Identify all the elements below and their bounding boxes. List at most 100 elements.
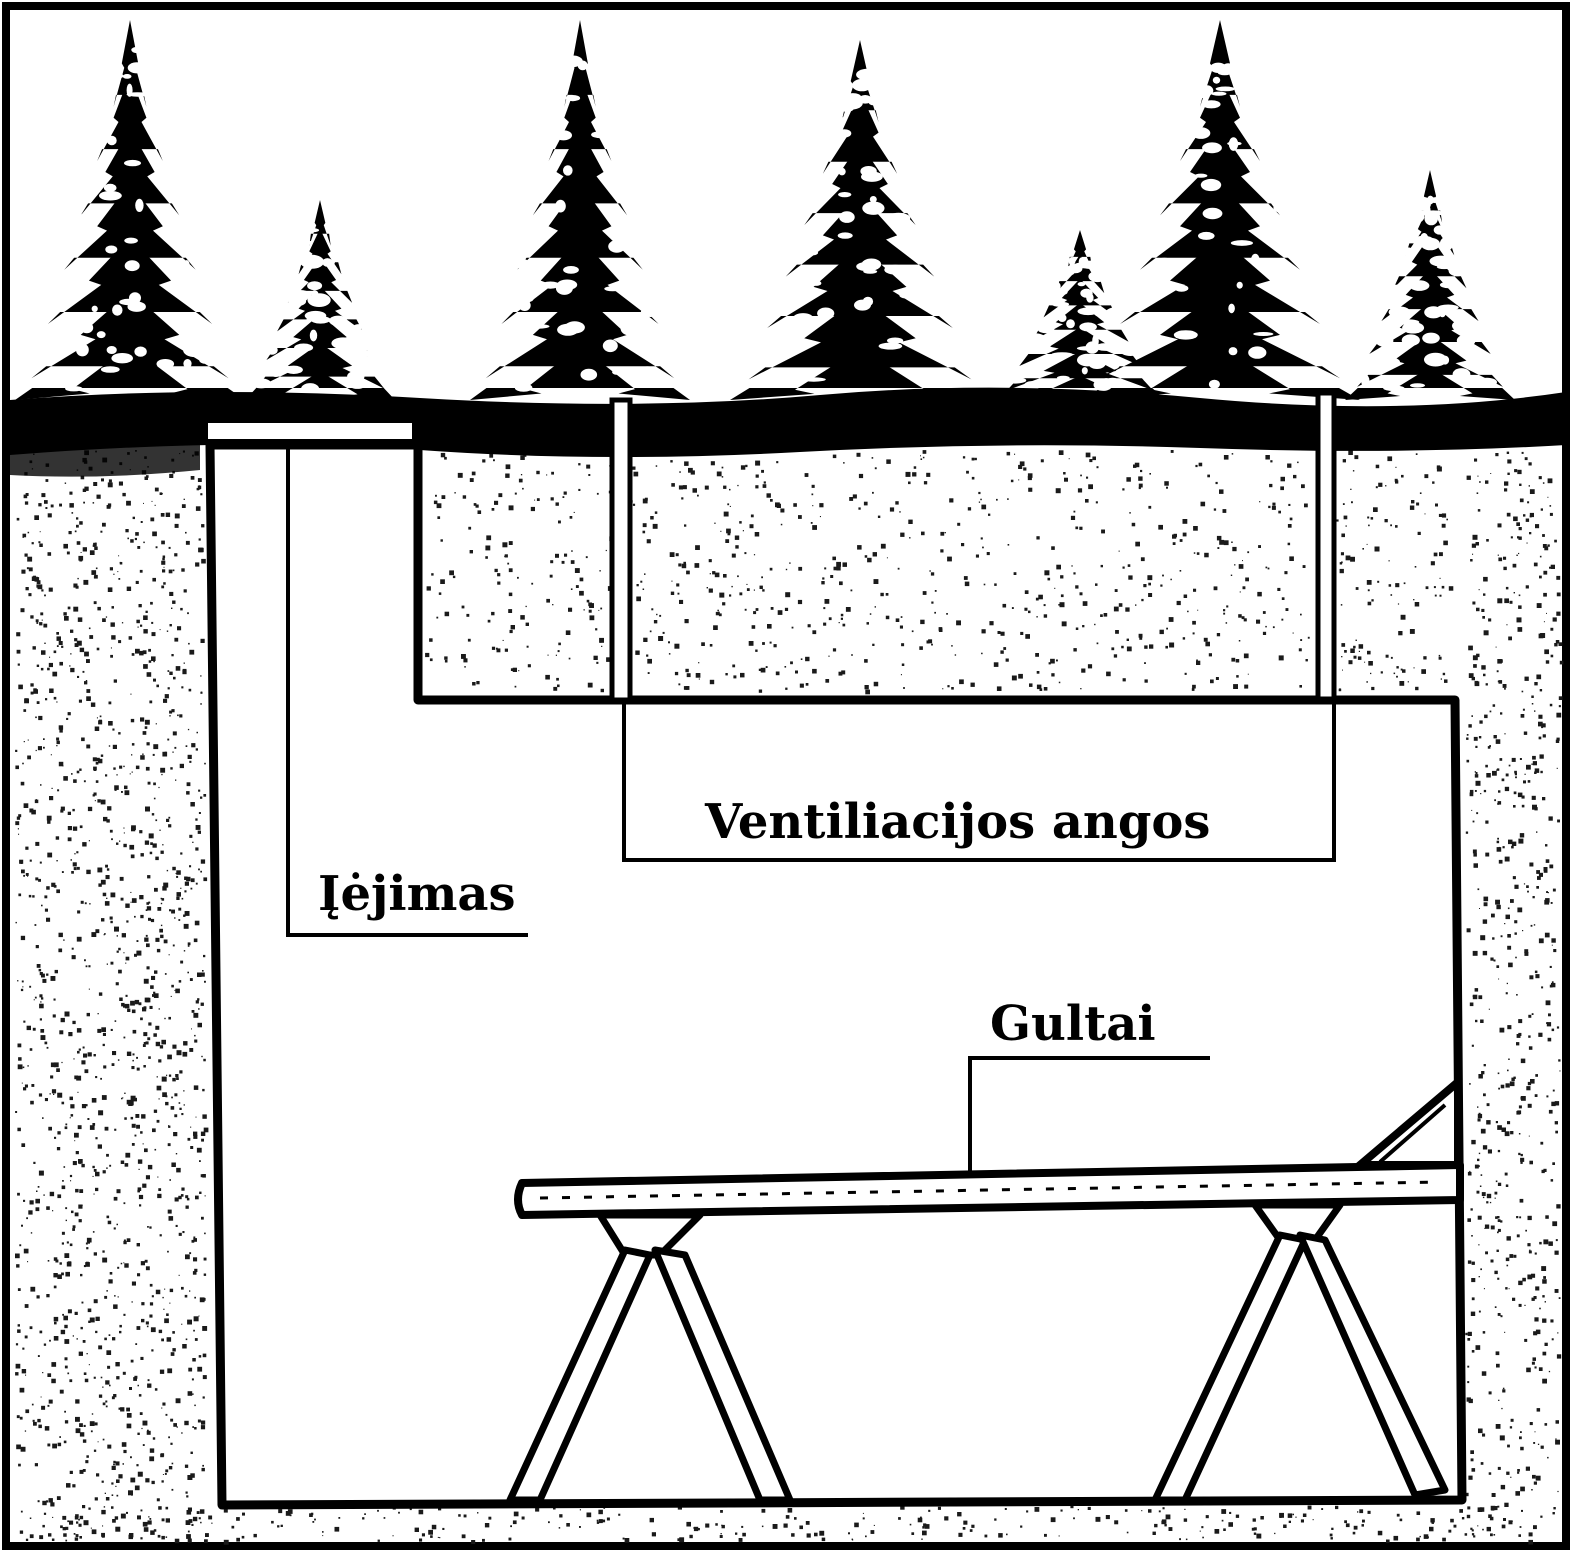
spruce-tree-layer bbox=[785, 194, 935, 277]
soil-speck bbox=[53, 1257, 58, 1261]
soil-speck bbox=[150, 985, 154, 989]
soil-speck bbox=[148, 1022, 152, 1026]
spruce-tree-layer bbox=[1019, 327, 1141, 366]
soil-speck bbox=[662, 631, 665, 634]
soil-speck bbox=[1510, 536, 1513, 539]
soil-speck bbox=[106, 1167, 108, 1169]
soil-speck bbox=[1506, 451, 1510, 454]
soil-speck bbox=[1470, 1208, 1473, 1211]
soil-speck bbox=[1495, 1424, 1501, 1429]
soil-speck bbox=[1304, 503, 1308, 508]
soil-speck bbox=[79, 647, 85, 653]
soil-speck bbox=[176, 1167, 181, 1173]
snow-blotch bbox=[127, 62, 147, 74]
soil-speck bbox=[202, 1297, 206, 1301]
soil-speck bbox=[1513, 1076, 1516, 1079]
soil-speck bbox=[79, 1162, 81, 1165]
soil-speck bbox=[15, 821, 20, 826]
soil-speck bbox=[43, 623, 48, 628]
soil-speck bbox=[18, 684, 23, 690]
soil-speck bbox=[1419, 492, 1422, 494]
soil-speck bbox=[30, 615, 34, 619]
soil-speck bbox=[143, 664, 148, 669]
soil-speck bbox=[512, 1520, 517, 1525]
soil-speck bbox=[87, 806, 93, 812]
soil-speck bbox=[383, 1517, 386, 1519]
soil-speck bbox=[1472, 820, 1475, 823]
soil-speck bbox=[37, 1418, 41, 1423]
soil-speck bbox=[1483, 673, 1486, 677]
soil-speck bbox=[202, 1326, 208, 1331]
soil-speck bbox=[31, 576, 37, 581]
snow-blotch bbox=[1200, 178, 1222, 192]
soil-speck bbox=[165, 1101, 169, 1106]
soil-speck bbox=[1535, 1074, 1538, 1077]
soil-speck bbox=[1517, 536, 1520, 539]
spruce-tree-layer bbox=[31, 291, 229, 379]
soil-speck bbox=[56, 1496, 61, 1500]
soil-speck bbox=[1541, 1266, 1547, 1271]
soil-speck bbox=[76, 936, 82, 942]
soil-speck bbox=[187, 1319, 192, 1325]
soil-speck bbox=[1284, 571, 1288, 575]
soil-speck bbox=[149, 851, 153, 855]
soil-speck bbox=[113, 679, 117, 683]
soil-speck bbox=[1158, 524, 1163, 530]
soil-speck bbox=[116, 1479, 120, 1483]
soil-speck bbox=[1477, 1165, 1480, 1168]
soil-speck bbox=[119, 876, 124, 881]
soil-speck bbox=[1413, 667, 1415, 669]
soil-speck bbox=[1506, 982, 1508, 985]
soil-speck bbox=[83, 1424, 86, 1427]
soil-speck bbox=[1486, 1103, 1490, 1107]
soil-speck bbox=[776, 503, 781, 508]
soil-speck bbox=[116, 950, 119, 953]
soil-speck bbox=[1559, 1070, 1561, 1072]
soil-speck bbox=[53, 650, 57, 654]
soil-speck bbox=[118, 640, 122, 644]
soil-speck bbox=[1122, 566, 1125, 569]
soil-speck bbox=[1496, 840, 1500, 844]
soil-speck bbox=[164, 1318, 169, 1324]
soil-speck bbox=[1531, 1273, 1536, 1278]
soil-speck bbox=[1518, 536, 1522, 540]
soil-speck bbox=[1475, 542, 1479, 546]
soil-speck bbox=[338, 1517, 341, 1519]
snow-blotch bbox=[1119, 343, 1142, 356]
snow-blotch bbox=[1228, 137, 1239, 151]
soil-speck bbox=[1473, 664, 1477, 668]
soil-speck bbox=[163, 882, 169, 888]
soil-speck bbox=[182, 1231, 185, 1234]
soil-speck bbox=[170, 995, 172, 997]
soil-speck bbox=[1085, 452, 1091, 458]
soil-speck bbox=[1060, 594, 1064, 598]
soil-speck bbox=[1520, 1446, 1524, 1451]
soil-speck bbox=[200, 638, 205, 643]
snow-blotch bbox=[917, 342, 928, 352]
soil-speck bbox=[377, 1509, 379, 1512]
soil-speck bbox=[39, 1018, 42, 1021]
soil-speck bbox=[1507, 934, 1511, 938]
soil-speck bbox=[586, 599, 590, 603]
soil-speck bbox=[31, 1403, 34, 1406]
soil-speck bbox=[86, 744, 91, 749]
soil-speck bbox=[79, 768, 82, 771]
soil-speck bbox=[1528, 1135, 1530, 1137]
snow-blotch bbox=[1424, 306, 1443, 319]
soil-speck bbox=[1499, 1435, 1505, 1441]
soil-speck bbox=[1179, 570, 1182, 572]
soil-speck bbox=[1271, 505, 1276, 510]
soil-speck bbox=[35, 1207, 40, 1212]
soil-speck bbox=[198, 1355, 202, 1358]
soil-speck bbox=[1095, 1516, 1101, 1522]
spruce-tree-icon bbox=[15, 20, 1515, 400]
soil-speck bbox=[155, 1041, 161, 1047]
soil-speck bbox=[1415, 686, 1419, 691]
soil-speck bbox=[1506, 1471, 1510, 1475]
soil-speck bbox=[922, 450, 927, 454]
soil-speck bbox=[45, 698, 48, 701]
soil-speck bbox=[69, 503, 74, 508]
soil-speck bbox=[1524, 457, 1528, 461]
snow-blotch bbox=[100, 366, 120, 373]
